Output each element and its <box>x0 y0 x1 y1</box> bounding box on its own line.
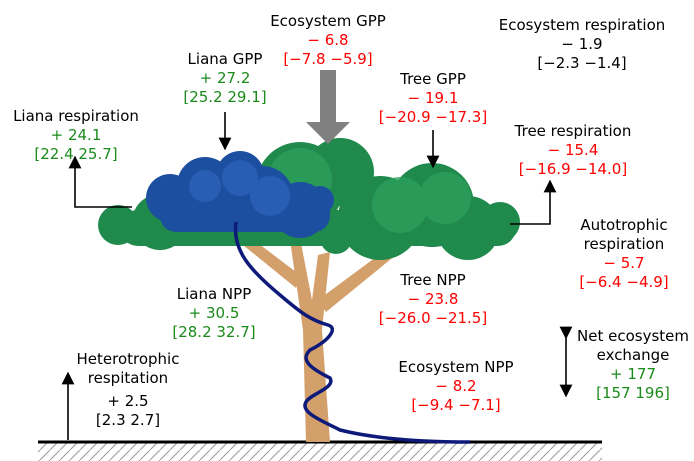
ecosystem-npp-value: − 8.2 <box>435 377 477 395</box>
net-ecosystem-exchange-label: Net ecosystem exchange + 177 [157 196] <box>574 327 692 403</box>
liana-respiration-label: Liana respiration + 24.1 [22.4 25.7] <box>2 107 150 164</box>
net-ecosystem-exchange-range: [157 196] <box>596 384 670 402</box>
tree-npp-label: Tree NPP − 23.8 [−26.0 −21.5] <box>368 271 498 328</box>
tree-gpp-range: [−20.9 −17.3] <box>378 108 488 126</box>
ecosystem-gpp-label: Ecosystem GPP − 6.8 [−7.8 −5.9] <box>258 12 398 69</box>
net-ecosystem-exchange-title-1: Net ecosystem <box>577 327 689 345</box>
ecosystem-gpp-value: − 6.8 <box>307 31 349 49</box>
net-ecosystem-exchange-title-2: exchange <box>596 346 670 364</box>
liana-respiration-value: + 24.1 <box>50 126 102 144</box>
ecosystem-respiration-value: − 1.9 <box>561 35 603 53</box>
tree-npp-title: Tree NPP <box>400 271 466 289</box>
heterotrophic-respiration-title-1: Heterotrophic <box>76 350 180 368</box>
tree-canopy-highlight <box>268 148 471 233</box>
ecosystem-gpp-range: [−7.8 −5.9] <box>283 50 373 68</box>
ecosystem-respiration-range: [−2.3 −1.4] <box>537 54 627 72</box>
ecosystem-npp-title: Ecosystem NPP <box>398 358 514 376</box>
tree-respiration-title: Tree respiration <box>514 122 632 140</box>
liana-gpp-range: [25.2 29.1] <box>183 88 267 106</box>
heterotrophic-respiration-range: [2.3 2.7] <box>95 411 161 429</box>
ecosystem-npp-range: [−9.4 −7.1] <box>411 396 501 414</box>
tree-npp-range: [−26.0 −21.5] <box>378 309 488 327</box>
tree-respiration-value: − 15.4 <box>547 141 599 159</box>
net-ecosystem-exchange-value: + 177 <box>610 365 656 383</box>
tree-gpp-value: − 19.1 <box>407 89 459 107</box>
tree-npp-value: − 23.8 <box>407 290 459 308</box>
liana-gpp-label: Liana GPP + 27.2 [25.2 29.1] <box>165 50 285 107</box>
liana-respiration-range: [22.4 25.7] <box>34 145 118 163</box>
liana-npp-label: Liana NPP + 30.5 [28.2 32.7] <box>154 285 274 342</box>
tree-gpp-label: Tree GPP − 19.1 [−20.9 −17.3] <box>373 70 493 127</box>
heterotrophic-respiration-label: Heterotrophic respitation + 2.5 [2.3 2.7… <box>72 350 184 430</box>
tree-gpp-title: Tree GPP <box>400 70 466 88</box>
ecosystem-gpp-title: Ecosystem GPP <box>270 12 386 30</box>
autotrophic-respiration-title-2: respiration <box>583 235 665 253</box>
liana-npp-range: [28.2 32.7] <box>172 323 256 341</box>
ground-hatching <box>38 442 602 461</box>
autotrophic-respiration-range: [−6.4 −4.9] <box>579 273 669 291</box>
tree-respiration-label: Tree respiration − 15.4 [−16.9 −14.0] <box>498 122 648 179</box>
autotrophic-respiration-value: − 5.7 <box>603 254 645 272</box>
liana-npp-value: + 30.5 <box>188 304 240 322</box>
liana-stem <box>233 221 471 444</box>
ecosystem-gpp-arrow <box>306 70 350 144</box>
ecosystem-npp-label: Ecosystem NPP − 8.2 [−9.4 −7.1] <box>386 358 526 415</box>
heterotrophic-respiration-title-2: respitation <box>87 369 169 387</box>
liana-gpp-value: + 27.2 <box>199 69 251 87</box>
liana-respiration-title: Liana respiration <box>13 107 139 125</box>
ecosystem-respiration-title: Ecosystem respiration <box>498 16 666 34</box>
liana-canopy-highlight <box>189 160 290 216</box>
ecosystem-respiration-label: Ecosystem respiration − 1.9 [−2.3 −1.4] <box>492 16 672 73</box>
autotrophic-respiration-title-1: Autotrophic <box>580 216 668 234</box>
liana-gpp-title: Liana GPP <box>187 50 263 68</box>
tree-respiration-range: [−16.9 −14.0] <box>518 160 628 178</box>
liana-respiration-arrow <box>68 155 132 208</box>
tree-respiration-arrow <box>510 179 557 225</box>
autotrophic-respiration-label: Autotrophic respiration − 5.7 [−6.4 −4.9… <box>562 216 686 292</box>
heterotrophic-respiration-value: + 2.5 <box>107 392 149 410</box>
liana-npp-title: Liana NPP <box>176 285 252 303</box>
